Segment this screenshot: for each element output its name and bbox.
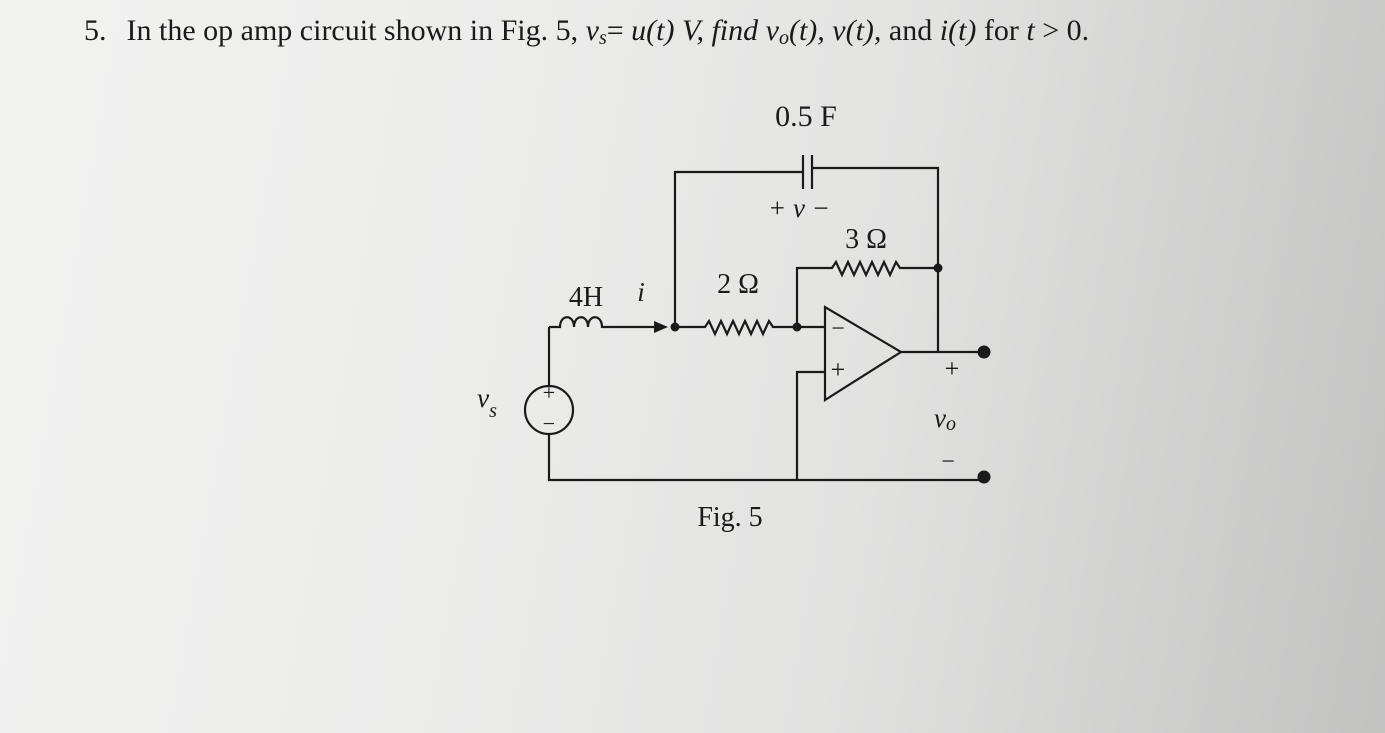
vo-subscript: o [778,27,789,49]
output-terminal-bottom [977,470,991,484]
output-voltage-label: vo [934,403,956,435]
node-opamp-minus [792,322,802,332]
voltage-source-icon [523,384,575,436]
opamp-plus-input-wire [795,370,825,480]
opamp-minus-sign: − [831,316,845,342]
vs-symbol: v [585,14,599,47]
step-function: u(t) V, find [631,14,759,47]
opamp-plus-sign: + [831,355,846,384]
output-voltage-subscript: o [946,413,956,435]
source-label-subscript: s [489,400,497,422]
and-word: and [888,14,933,47]
problem-statement: 5. In the op amp circuit shown in Fig. 5,… [84,14,1089,50]
problem-lead: In the op amp circuit shown in Fig. 5, [126,14,579,47]
vs-subscript: s [598,27,607,49]
equals-sign: = [606,14,624,47]
current-arrow-icon [654,321,668,333]
ground-wire [547,434,984,482]
current-label: i [637,277,645,307]
output-terminal-top [977,345,991,359]
output-minus-sign: − [941,449,955,475]
source-plus-sign: + [543,380,555,405]
r-input-resistor [675,318,825,337]
vo-argument: (t), [788,14,825,47]
feedback-wire-right [812,166,940,352]
source-minus-sign: − [543,411,555,436]
v-of-t: v(t), [832,14,882,47]
time-condition: > 0. [1042,14,1090,47]
output-voltage-symbol: v [934,403,946,433]
opamp-triangle [823,305,904,402]
feedback-wire-left [673,170,803,327]
inductor-label: 4H [569,282,603,313]
capacitor-voltage-label: + v − [768,193,830,223]
i-of-t: i(t) [939,14,977,47]
capacitor-label: 0.5 F [775,100,837,133]
node-feedback-output [933,263,943,273]
figure-caption: Fig. 5 [697,502,762,533]
vo-symbol: v [765,14,779,47]
t-symbol: t [1026,14,1035,47]
r-feedback-label: 3 Ω [845,224,887,255]
source-label-symbol: v [477,383,489,413]
problem-number: 5. [84,14,107,47]
r-input-label: 2 Ω [717,269,759,300]
source-label: vs [477,383,497,422]
inductor-coil [549,316,606,329]
for-word: for [983,14,1019,47]
r-feedback-resistor [795,259,938,327]
output-plus-sign: + [945,354,960,383]
